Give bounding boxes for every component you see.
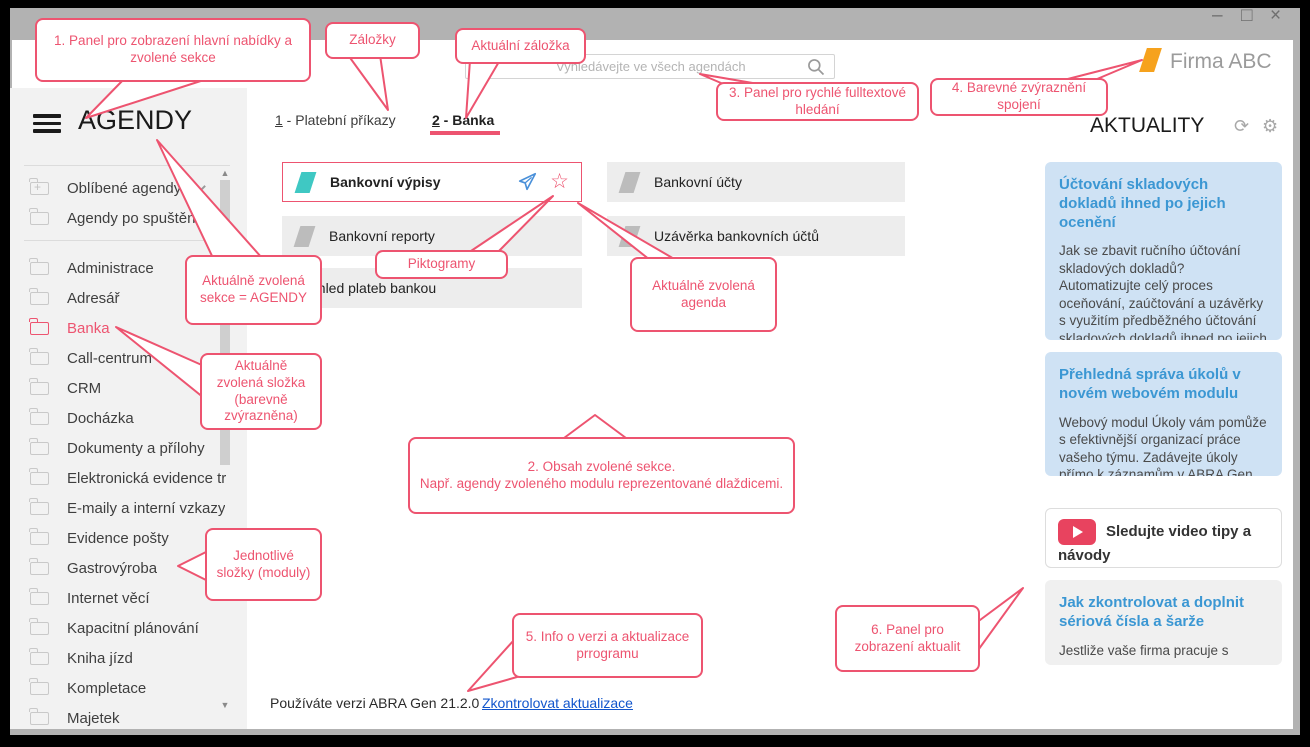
- folder-icon: [29, 707, 49, 725]
- annotation-selected-folder: Aktuálně zvolená složka (barevně zvýrazn…: [200, 353, 322, 430]
- folder-icon: [29, 347, 49, 365]
- news-card-body: Jak se zbavit ručního účtování skladovýc…: [1059, 243, 1267, 340]
- rocket-icon[interactable]: [516, 171, 538, 193]
- sidebar-item-internet-veci[interactable]: Internet věcí: [0, 583, 226, 613]
- sidebar-item-crm[interactable]: CRM: [0, 373, 226, 403]
- sidebar-item-kompletace[interactable]: Kompletace: [0, 673, 226, 703]
- favorite-star-icon[interactable]: ☆: [550, 170, 569, 193]
- scroll-down-arrow[interactable]: ▼: [220, 700, 230, 710]
- annotation-main-menu-panel: 1. Panel pro zobrazení hlavní nabídky a …: [35, 18, 311, 82]
- chevron-down-icon[interactable]: [193, 179, 207, 193]
- agenda-icon: [293, 225, 316, 247]
- folder-icon: [29, 587, 49, 605]
- annotation-current-tab: Aktuální záložka: [455, 28, 586, 64]
- news-card-title[interactable]: Jak zkontrolovat a doplnit sériová čísla…: [1059, 594, 1245, 630]
- youtube-icon: [1058, 519, 1096, 545]
- annotation-connection-color: 4. Barevné zvýraznění spojení: [930, 78, 1108, 116]
- sidebar-item-administrace[interactable]: Administrace: [0, 253, 226, 283]
- search-icon[interactable]: [806, 57, 826, 77]
- sidebar-item-banka[interactable]: Banka: [0, 313, 226, 343]
- agenda-icon: [618, 171, 641, 193]
- tab-banka[interactable]: 2 - Banka: [432, 112, 495, 128]
- sidebar-item-kniha-jizd[interactable]: Kniha jízd: [0, 643, 226, 673]
- folder-icon: [29, 287, 49, 305]
- annotation-folders-modules: Jednotlivé složky (moduly): [205, 528, 322, 601]
- news-card[interactable]: Jak zkontrolovat a doplnit sériová čísla…: [1045, 580, 1282, 665]
- video-tips-card[interactable]: Sledujte video tipy a návody: [1045, 508, 1282, 568]
- folder-icon: [29, 527, 49, 545]
- agenda-icon: [294, 171, 317, 193]
- folder-icon: [29, 467, 49, 485]
- minimize-button[interactable]: –: [1212, 5, 1223, 26]
- folder-icon: [29, 437, 49, 455]
- annotation-fulltext-search: 3. Panel pro rychlé fulltextové hledání: [716, 82, 919, 121]
- divider: [24, 165, 230, 166]
- annotation-tabs: Záložky: [325, 22, 420, 59]
- sidebar-item-eet[interactable]: Elektronická evidence trž: [0, 463, 226, 493]
- annotation-version-info: 5. Info o verzi a aktualizace prrogramu: [512, 613, 703, 678]
- scroll-up-arrow[interactable]: ▲: [220, 168, 230, 178]
- news-card-title[interactable]: Přehledná správa úkolů v novém webovém m…: [1059, 366, 1241, 402]
- sidebar-item-kapacitni-planovani[interactable]: Kapacitní plánování: [0, 613, 226, 643]
- refresh-icon[interactable]: ⟳: [1234, 116, 1250, 136]
- tile-bankovni-vypisy[interactable]: Bankovní výpisy ☆: [282, 162, 582, 202]
- sidebar-item-dochazka[interactable]: Docházka: [0, 403, 226, 433]
- folder-icon: [29, 677, 49, 695]
- news-card[interactable]: Účtování skladových dokladů ihned po jej…: [1045, 162, 1282, 340]
- close-button[interactable]: ×: [1270, 5, 1282, 26]
- hamburger-menu-icon[interactable]: [33, 114, 61, 134]
- version-info: Používáte verzi ABRA Gen 21.2.0: [270, 695, 480, 711]
- folder-plus-icon: [29, 177, 49, 195]
- agenda-icon: [618, 225, 641, 247]
- tab-platebni-prikazy[interactable]: 1 - Platební příkazy: [275, 112, 396, 128]
- news-card-body: Webový modul Úkoly vám pomůže s efektivn…: [1059, 414, 1268, 477]
- news-card[interactable]: Přehledná správa úkolů v novém webovém m…: [1045, 352, 1282, 476]
- sidebar-item-evidence-posty[interactable]: Evidence pošty: [0, 523, 226, 553]
- annotation-pictograms: Piktogramy: [375, 250, 508, 279]
- sidebar-item-majetek[interactable]: Majetek: [0, 703, 226, 733]
- folder-icon: [29, 557, 49, 575]
- folder-icon: [29, 317, 49, 335]
- news-card-body: Jestliže vaše firma pracuje s: [1059, 642, 1229, 658]
- tile-uzaverka-bankovnich-uctu[interactable]: Uzávěrka bankovních účtů: [607, 216, 905, 256]
- divider: [24, 240, 230, 241]
- maximize-button[interactable]: □: [1241, 5, 1253, 26]
- annotation-news-panel: 6. Panel pro zobrazení aktualit: [835, 605, 980, 672]
- video-card-label: Sledujte video tipy a návody: [1058, 523, 1252, 564]
- check-updates-link[interactable]: Zkontrolovat aktualizace: [482, 695, 633, 711]
- folder-icon: [29, 207, 49, 225]
- folder-icon: [29, 407, 49, 425]
- company-name: Firma ABC: [1170, 50, 1272, 73]
- sidebar-item-adresar[interactable]: Adresář: [0, 283, 226, 313]
- annotation-selected-section: Aktuálně zvolená sekce = AGENDY: [185, 255, 322, 325]
- folder-icon: [29, 617, 49, 635]
- folder-icon: [29, 497, 49, 515]
- folder-icon: [29, 377, 49, 395]
- sidebar-item-dokumenty[interactable]: Dokumenty a přílohy: [0, 433, 226, 463]
- gear-icon[interactable]: ⚙: [1262, 116, 1279, 136]
- tile-bankovni-ucty[interactable]: Bankovní účty: [607, 162, 905, 202]
- sidebar-item-agendy-po-spusteni[interactable]: Agendy po spuštění: [0, 203, 226, 233]
- sidebar-item-emaily[interactable]: E-maily a interní vzkazy: [0, 493, 226, 523]
- section-title: AGENDY: [78, 105, 193, 135]
- active-tab-underline: [430, 131, 500, 135]
- annotation-section-content: 2. Obsah zvolené sekce. Např. agendy zvo…: [408, 437, 795, 514]
- sidebar-item-gastrovyroba[interactable]: Gastrovýroba: [0, 553, 226, 583]
- sidebar-item-oblibene-agendy[interactable]: Oblíbené agendy: [0, 173, 226, 203]
- annotation-selected-agenda: Aktuálně zvolená agenda: [630, 257, 777, 332]
- news-card-title[interactable]: Účtování skladových dokladů ihned po jej…: [1059, 176, 1226, 231]
- folder-icon: [29, 257, 49, 275]
- news-panel-title: AKTUALITY: [1090, 114, 1205, 137]
- sidebar-item-call-centrum[interactable]: Call-centrum: [0, 343, 226, 373]
- folder-icon: [29, 647, 49, 665]
